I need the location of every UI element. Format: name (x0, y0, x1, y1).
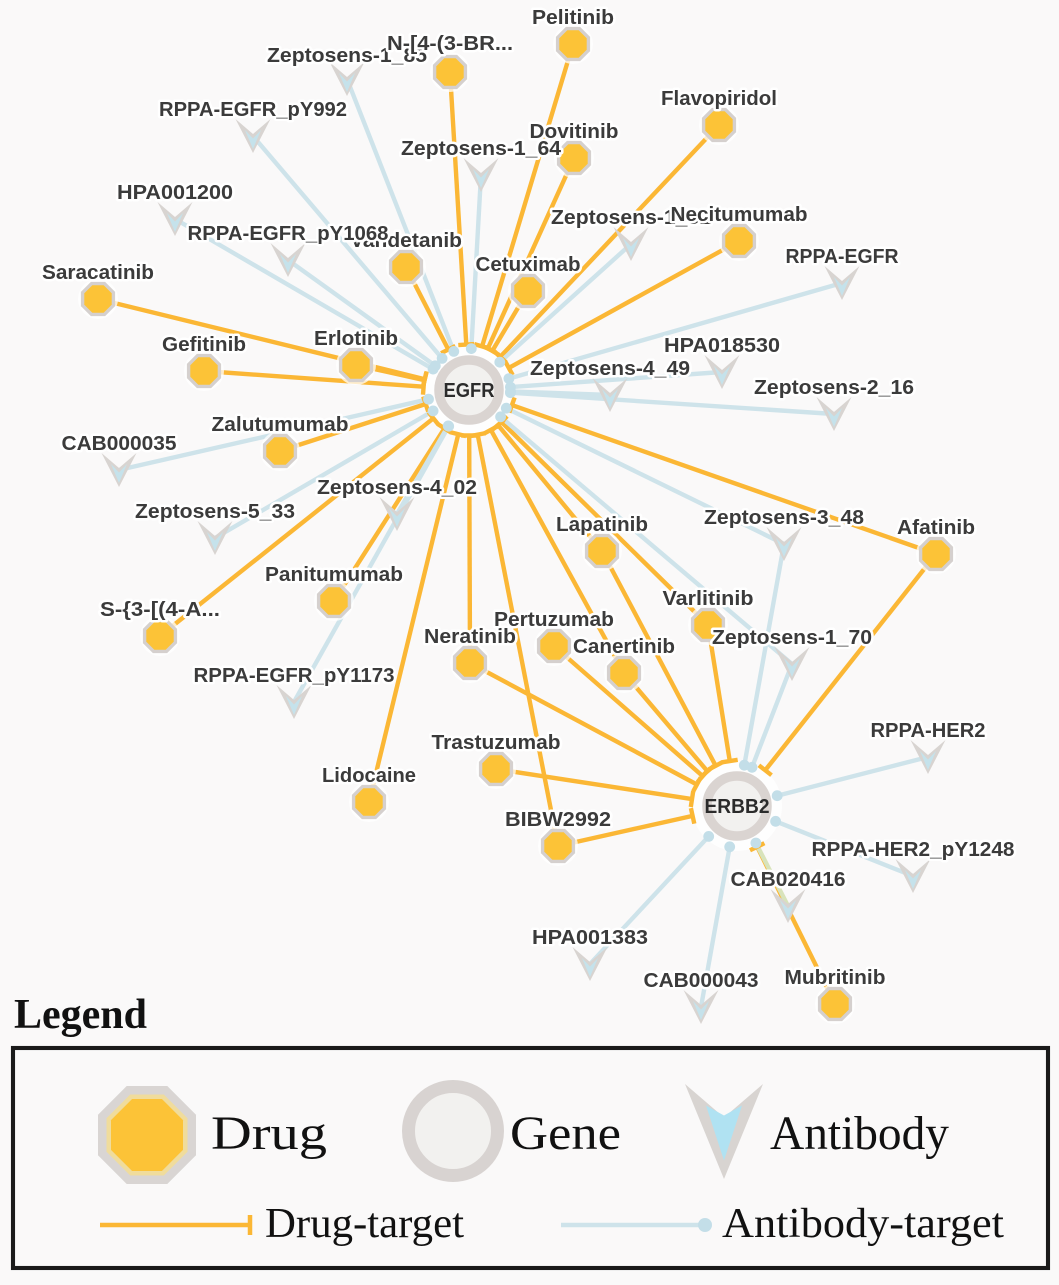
svg-text:Zeptosens-3_48: Zeptosens-3_48 (704, 507, 864, 529)
svg-text:Neratinib: Neratinib (424, 626, 516, 648)
svg-text:S-{3-[(4-A...: S-{3-[(4-A... (100, 599, 220, 621)
svg-text:Afatinib: Afatinib (897, 517, 975, 539)
svg-text:Gene: Gene (510, 1107, 621, 1160)
svg-text:Antibody-target: Antibody-target (722, 1201, 1004, 1247)
svg-text:Panitumumab: Panitumumab (265, 564, 403, 586)
svg-text:Zeptosens-4_02: Zeptosens-4_02 (317, 477, 477, 499)
svg-text:Zeptosens-5_33: Zeptosens-5_33 (135, 501, 295, 523)
svg-text:Zeptosens-1_64: Zeptosens-1_64 (401, 138, 562, 160)
svg-text:RPPA-EGFR: RPPA-EGFR (786, 246, 900, 268)
svg-text:Zeptosens-4_49: Zeptosens-4_49 (530, 358, 690, 380)
svg-text:RPPA-HER2_pY1248: RPPA-HER2_pY1248 (812, 839, 1015, 861)
svg-text:CAB000035: CAB000035 (62, 433, 177, 455)
svg-text:Necitumumab: Necitumumab (671, 204, 808, 226)
svg-text:Zeptosens-1_70: Zeptosens-1_70 (712, 627, 872, 649)
svg-text:Dovitinib: Dovitinib (530, 121, 619, 143)
svg-text:EGFR: EGFR (444, 380, 496, 402)
svg-text:Cetuximab: Cetuximab (476, 254, 581, 276)
svg-text:RPPA-HER2: RPPA-HER2 (871, 720, 986, 742)
svg-text:Legend: Legend (14, 992, 147, 1038)
svg-text:Zeptosens-1_31: Zeptosens-1_31 (551, 207, 711, 229)
svg-text:Lidocaine: Lidocaine (322, 765, 416, 787)
svg-text:Lapatinib: Lapatinib (556, 514, 648, 536)
svg-text:BIBW2992: BIBW2992 (505, 809, 611, 831)
svg-text:Saracatinib: Saracatinib (42, 262, 154, 284)
svg-text:ERBB2: ERBB2 (705, 796, 770, 818)
svg-text:Canertinib: Canertinib (573, 636, 675, 658)
svg-text:Pertuzumab: Pertuzumab (494, 609, 614, 631)
svg-text:Varlitinib: Varlitinib (663, 588, 754, 610)
svg-text:Zeptosens-1_85: Zeptosens-1_85 (267, 45, 427, 67)
svg-text:Zeptosens-2_16: Zeptosens-2_16 (754, 377, 914, 399)
svg-text:Drug: Drug (211, 1107, 327, 1160)
svg-text:CAB000043: CAB000043 (644, 970, 759, 992)
svg-text:Flavopiridol: Flavopiridol (661, 88, 777, 110)
svg-text:Vandetanib: Vandetanib (350, 230, 462, 252)
svg-text:Trastuzumab: Trastuzumab (432, 732, 561, 754)
svg-text:Erlotinib: Erlotinib (314, 328, 398, 350)
svg-text:CAB020416: CAB020416 (731, 869, 846, 891)
svg-text:Gefitinib: Gefitinib (162, 334, 246, 356)
svg-text:Drug-target: Drug-target (265, 1201, 464, 1247)
svg-text:HPA018530: HPA018530 (664, 335, 780, 357)
svg-text:N-[4-(3-BR...: N-[4-(3-BR... (387, 33, 513, 55)
svg-text:Antibody: Antibody (770, 1107, 949, 1160)
svg-text:Mubritinib: Mubritinib (785, 967, 886, 989)
svg-text:Pelitinib: Pelitinib (532, 7, 614, 29)
svg-text:HPA001383: HPA001383 (532, 927, 648, 949)
svg-text:RPPA-EGFR_pY992: RPPA-EGFR_pY992 (159, 99, 347, 121)
svg-text:HPA001200: HPA001200 (117, 182, 233, 204)
svg-text:Zalutumumab: Zalutumumab (212, 414, 349, 436)
svg-text:RPPA-EGFR_pY1173: RPPA-EGFR_pY1173 (194, 665, 395, 687)
svg-text:RPPA-EGFR_pY1068: RPPA-EGFR_pY1068 (188, 223, 389, 245)
